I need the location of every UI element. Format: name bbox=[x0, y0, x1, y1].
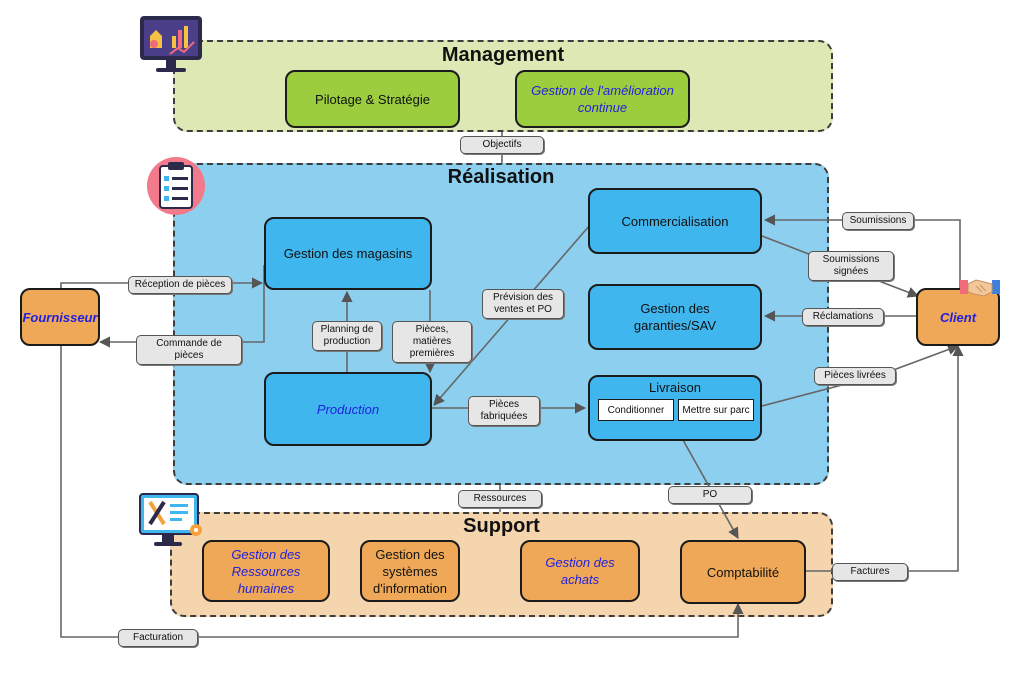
process-amelioration-label: Gestion de l'amélioration continue bbox=[531, 83, 674, 115]
flow-soumissions: Soumissions bbox=[842, 212, 914, 230]
flow-commande: Commande de pièces bbox=[136, 335, 242, 365]
flow-pieces-livrees: Pièces livrées bbox=[814, 367, 896, 385]
process-commercialisation-label: Commercialisation bbox=[621, 213, 729, 229]
actor-fournisseur[interactable]: Fournisseur bbox=[20, 288, 100, 346]
process-si-label: Gestion des systèmes d'information bbox=[372, 546, 448, 596]
process-amelioration[interactable]: Gestion de l'amélioration continue bbox=[515, 70, 690, 128]
process-livraison-label: Livraison bbox=[648, 380, 702, 395]
subprocess-mettre-sur-parc[interactable]: Mettre sur parc bbox=[678, 399, 754, 421]
flow-facturation: Facturation bbox=[118, 629, 198, 647]
flow-reception: Réception de pièces bbox=[128, 276, 232, 294]
process-pilotage-label: Pilotage & Stratégie bbox=[315, 91, 430, 107]
process-garanties[interactable]: Gestion des garanties/SAV bbox=[588, 284, 762, 350]
flow-factures: Factures bbox=[832, 563, 908, 581]
flow-ressources: Ressources bbox=[458, 490, 542, 508]
process-garanties-label: Gestion des garanties/SAV bbox=[633, 301, 717, 333]
process-pilotage[interactable]: Pilotage & Stratégie bbox=[285, 70, 460, 128]
zone-management: Management bbox=[173, 40, 833, 132]
process-rh[interactable]: Gestion des Ressources humaines bbox=[202, 540, 330, 602]
flow-soumissions-line bbox=[763, 214, 961, 290]
flow-reclamations: Réclamations bbox=[802, 308, 884, 326]
flow-facturation-line bbox=[60, 346, 744, 638]
zone-title-management: Management bbox=[441, 44, 565, 66]
dashboard-monitor-icon bbox=[140, 16, 202, 72]
process-achats[interactable]: Gestion des achats bbox=[520, 540, 640, 602]
actor-client[interactable]: Client bbox=[916, 288, 1000, 346]
flow-soumissions-signees: Soumissions signées bbox=[808, 251, 894, 281]
process-commercialisation[interactable]: Commercialisation bbox=[588, 188, 762, 254]
actor-fournisseur-label: Fournisseur bbox=[22, 309, 98, 325]
actor-client-label: Client bbox=[939, 309, 977, 325]
process-production-label: Production bbox=[316, 401, 380, 417]
zone-title-support: Support bbox=[463, 515, 540, 537]
flow-planning: Planning de production bbox=[312, 321, 382, 351]
zone-title-realisation: Réalisation bbox=[447, 166, 555, 188]
process-magasins-label: Gestion des magasins bbox=[283, 246, 413, 261]
flow-pieces-fabriquees: Pièces fabriquées bbox=[468, 396, 540, 426]
process-production[interactable]: Production bbox=[264, 372, 432, 446]
process-si[interactable]: Gestion des systèmes d'information bbox=[360, 540, 460, 602]
subprocess-mettre-sur-parc-label: Mettre sur parc bbox=[682, 404, 750, 416]
flow-pieces-matieres: Pièces, matières premières bbox=[392, 321, 472, 363]
clipboard-checklist-icon bbox=[147, 157, 205, 215]
handshake-icon bbox=[960, 279, 1000, 297]
flow-objectifs: Objectifs bbox=[460, 136, 544, 154]
tools-monitor-icon bbox=[139, 493, 202, 546]
process-comptabilite-label: Comptabilité bbox=[706, 564, 780, 580]
subprocess-conditionner-label: Conditionner bbox=[607, 404, 665, 416]
subprocess-conditionner[interactable]: Conditionner bbox=[598, 399, 674, 421]
process-achats-label: Gestion des achats bbox=[545, 555, 615, 587]
flow-prevision: Prévision des ventes et PO bbox=[482, 289, 564, 319]
process-magasins[interactable]: Gestion des magasins bbox=[264, 217, 432, 290]
flow-po: PO bbox=[668, 486, 752, 504]
process-rh-label: Gestion des Ressources humaines bbox=[231, 546, 301, 596]
process-comptabilite[interactable]: Comptabilité bbox=[680, 540, 806, 604]
